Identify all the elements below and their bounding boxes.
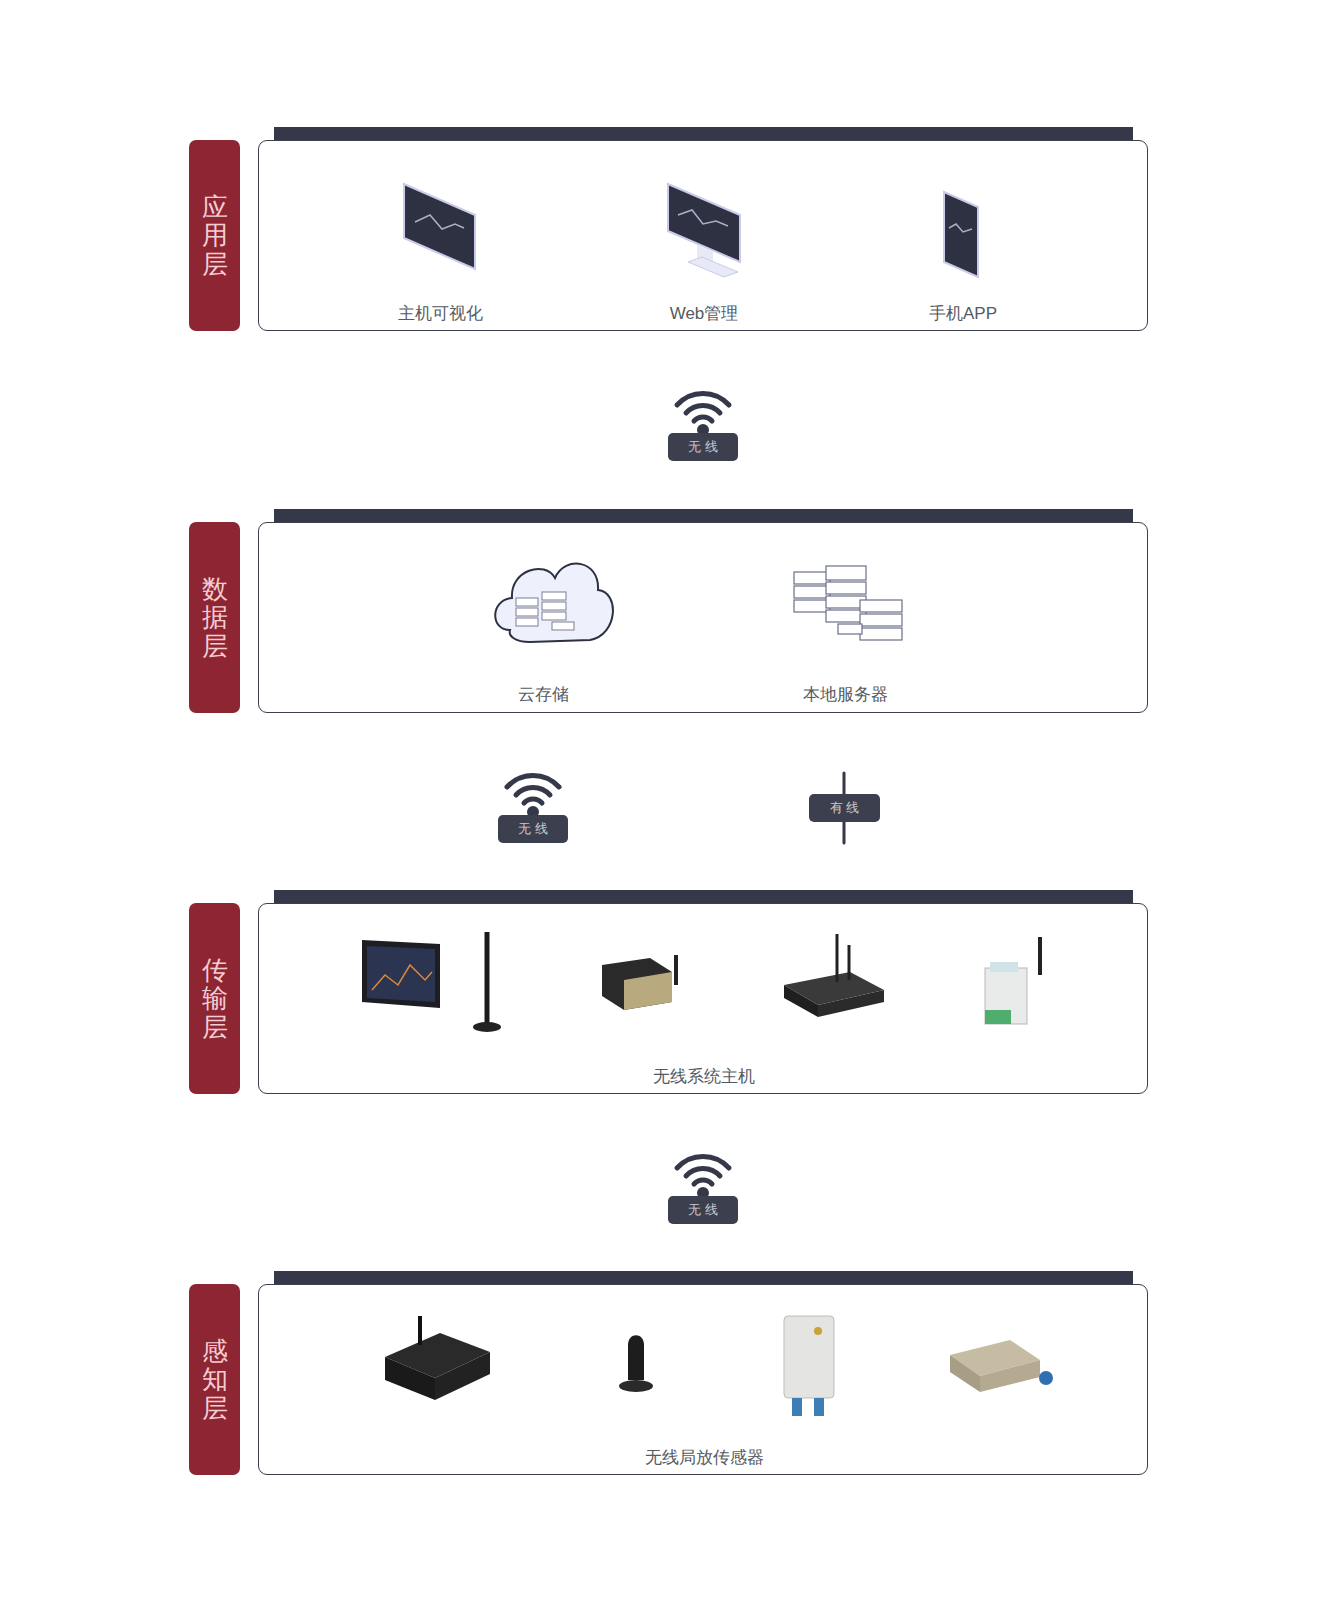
layer-name: 应用层 bbox=[202, 193, 228, 279]
link-type: 有 线 bbox=[830, 799, 860, 817]
layer-tag: 感知层 bbox=[189, 1284, 240, 1475]
item-caption: 云存储 bbox=[515, 683, 572, 706]
web-monitor-icon bbox=[668, 184, 740, 277]
link-type: 无 线 bbox=[518, 820, 548, 838]
item-caption: 本地服务器 bbox=[800, 683, 891, 706]
item-caption: 主机可视化 bbox=[395, 302, 486, 325]
gateway-box-photo bbox=[602, 955, 676, 1010]
phone-icon bbox=[944, 192, 978, 277]
link-badge: 无 线 bbox=[668, 433, 738, 461]
layer-tag: 数据层 bbox=[189, 522, 240, 713]
local-server-icon bbox=[794, 566, 902, 640]
layer-bars bbox=[274, 127, 1133, 1284]
link-badge: 有 线 bbox=[809, 794, 880, 822]
item-caption: Web管理 bbox=[667, 302, 742, 325]
din-module-photo bbox=[985, 937, 1040, 1024]
item-caption: 无线系统主机 bbox=[650, 1065, 758, 1088]
tev-sensor-photo bbox=[950, 1340, 1053, 1392]
antenna-photo bbox=[619, 1335, 653, 1392]
link-badge: 无 线 bbox=[498, 815, 568, 843]
link-badge: 无 线 bbox=[668, 1196, 738, 1224]
layer-panel: 无线局放传感器 bbox=[258, 1284, 1148, 1475]
tablet-host-photo bbox=[362, 932, 501, 1032]
router-photo bbox=[784, 934, 884, 1017]
host-monitor-icon bbox=[404, 184, 475, 269]
sensor-host-photo bbox=[385, 1316, 490, 1400]
uhf-sensor-photo bbox=[784, 1316, 834, 1416]
layer-panel: 主机可视化 Web管理 手机APP bbox=[258, 140, 1148, 331]
layer-panel: 云存储 本地服务器 bbox=[258, 522, 1148, 713]
cloud-storage-icon bbox=[495, 564, 613, 642]
layer-tag: 应用层 bbox=[189, 140, 240, 331]
link-type: 无 线 bbox=[688, 1201, 718, 1219]
layer-name: 感知层 bbox=[202, 1337, 228, 1423]
layer-tag: 传输层 bbox=[189, 903, 240, 1094]
item-caption: 手机APP bbox=[926, 302, 1000, 325]
layer-name: 数据层 bbox=[202, 575, 228, 661]
layer-panel: 无线系统主机 bbox=[258, 903, 1148, 1094]
layer-name: 传输层 bbox=[202, 956, 228, 1042]
link-type: 无 线 bbox=[688, 438, 718, 456]
item-caption: 无线局放传感器 bbox=[642, 1446, 767, 1469]
